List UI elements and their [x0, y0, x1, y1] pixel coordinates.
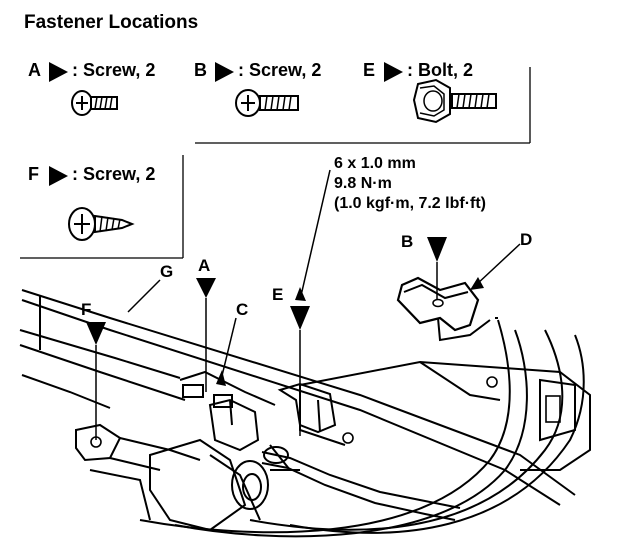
- callout-e: E: [272, 285, 284, 304]
- callout-d: D: [520, 230, 533, 249]
- callout-b: B: [401, 232, 414, 251]
- screw-f-icon: [68, 207, 135, 241]
- torque-size: 6 x 1.0 mm: [334, 155, 416, 172]
- fastener-f-letter: F: [28, 164, 39, 184]
- fastener-e-description: : Bolt, 2: [407, 60, 473, 80]
- fastener-b-description: : Screw, 2: [238, 60, 322, 80]
- bolt-e-icon: [412, 78, 497, 124]
- screw-b-icon: [235, 89, 299, 117]
- callout-g: G: [160, 262, 174, 281]
- callout-c: C: [236, 300, 249, 319]
- page-title: Fastener Locations: [24, 12, 199, 33]
- fastener-e-letter: E: [363, 60, 376, 80]
- bracket-assembly: [19, 276, 591, 538]
- callout-markers: [49, 62, 521, 440]
- fastener-f-description: : Screw, 2: [72, 164, 156, 184]
- torque-nm: 9.8 N·m: [334, 175, 392, 192]
- callout-a: A: [198, 256, 211, 275]
- fastener-a-description: : Screw, 2: [72, 60, 156, 80]
- screw-a-icon: [71, 90, 118, 116]
- fastener-b-letter: B: [194, 60, 207, 80]
- fastener-a-letter: A: [28, 60, 41, 80]
- torque-alt: (1.0 kgf·m, 7.2 lbf·ft): [334, 195, 487, 212]
- callout-f: F: [81, 300, 92, 319]
